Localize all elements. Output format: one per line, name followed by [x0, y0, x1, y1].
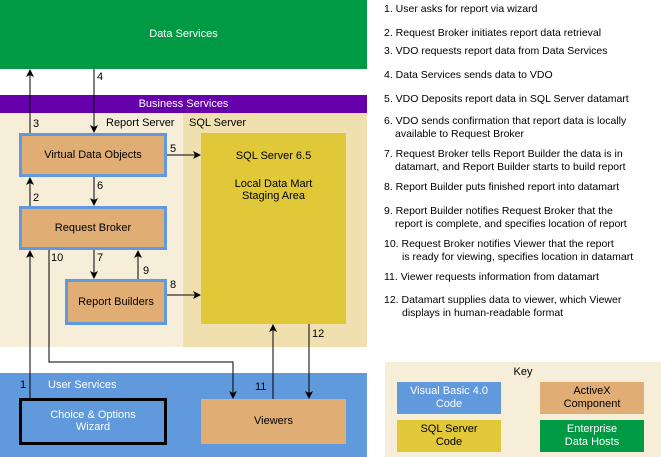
step-item: 12. Datamart supplies data to viewer, wh…: [384, 294, 621, 320]
report-builders-box[interactable]: Report Builders: [65, 279, 167, 325]
report-builders-label: Report Builders: [78, 295, 154, 308]
arrow-label-2: 2: [33, 192, 40, 204]
key-item-line1: ActiveX: [573, 385, 611, 397]
key-item-line1: SQL Server: [420, 423, 478, 435]
business-services-label: Business Services: [138, 97, 229, 110]
step-text: 3. VDO requests report data from Data Se…: [384, 45, 608, 57]
virtual-data-objects-box[interactable]: Virtual Data Objects: [19, 133, 167, 177]
key-title: Key: [513, 366, 533, 378]
step-text: 10. Request Broker notifies Viewer that …: [384, 238, 614, 250]
key-item-line2: Code: [435, 436, 463, 448]
step-item: 1. User asks for report via wizard: [384, 3, 537, 16]
sql-server-title: SQL Server 6.5: [235, 150, 312, 162]
step-item: 4. Data Services sends data to VDO: [384, 69, 553, 82]
key-item-line2: Code: [435, 398, 463, 410]
sql-server-line2: Staging Area: [242, 190, 305, 202]
arrow-label-8: 8: [170, 279, 177, 291]
arrow-label-12: 12: [312, 328, 325, 340]
business-services-band: Business Services: [0, 95, 367, 113]
step-text: 5. VDO Deposits report data in SQL Serve…: [384, 93, 629, 105]
step-text: 8. Report Builder puts finished report i…: [384, 181, 620, 193]
data-services-label: Data Services: [149, 28, 218, 40]
step-text: 12. Datamart supplies data to viewer, wh…: [384, 294, 622, 306]
step-item: 10. Request Broker notifies Viewer that …: [384, 238, 633, 264]
request-broker-box[interactable]: Request Broker: [19, 206, 167, 250]
request-broker-label: Request Broker: [54, 221, 132, 234]
arrow-label-1: 1: [20, 379, 27, 391]
arrow-label-11: 11: [255, 381, 267, 393]
arrow-label-7: 7: [97, 252, 104, 264]
key-item-line1: Visual Basic 4.0: [409, 385, 489, 397]
step-item: 5. VDO Deposits report data in SQL Serve…: [384, 93, 629, 106]
step-item: 7. Request Broker tells Report Builder t…: [384, 148, 626, 174]
viewers-box[interactable]: Viewers: [201, 399, 346, 444]
step-text-continued: report is complete, and specifies locati…: [395, 218, 627, 230]
step-text: 6. VDO sends confirmation that report da…: [384, 115, 627, 127]
data-services-band: Data Services: [0, 0, 367, 69]
step-item: 2. Request Broker initiates report data …: [384, 27, 601, 40]
user-services-label: User Services: [48, 379, 117, 391]
step-text: 4. Data Services sends data to VDO: [384, 69, 553, 81]
arrow-label-4: 4: [97, 71, 104, 83]
wizard-line1: Choice & Options: [50, 409, 136, 421]
step-item: 9. Report Builder notifies Request Broke…: [384, 205, 627, 231]
step-text-continued: datamart, and Report Builder starts to b…: [395, 161, 626, 173]
sql-server-datamart-box[interactable]: SQL Server 6.5 Local Data Mart Staging A…: [201, 133, 346, 324]
wizard-line2: Wizard: [75, 421, 111, 433]
arrow-label-9: 9: [143, 265, 150, 277]
step-item: 11. Viewer requests information from dat…: [384, 271, 599, 284]
step-text-continued: displays in human-readable format: [402, 307, 564, 319]
report-server-label: Report Server: [106, 117, 175, 129]
step-text: 2. Request Broker initiates report data …: [384, 27, 602, 39]
step-text: 1. User asks for report via wizard: [384, 3, 538, 15]
step-item: 8. Report Builder puts finished report i…: [384, 181, 619, 194]
step-text: 7. Request Broker tells Report Builder t…: [384, 148, 623, 160]
arrow-label-3: 3: [33, 118, 40, 130]
sql-server-zone-label: SQL Server: [189, 117, 247, 129]
step-text-continued: is ready for viewing, specifies location…: [402, 251, 634, 263]
step-item: 3. VDO requests report data from Data Se…: [384, 45, 608, 58]
step-item: 6. VDO sends confirmation that report da…: [384, 115, 626, 141]
key-item-line2: Component: [563, 398, 621, 410]
key-item-line2: Data Hosts: [564, 436, 620, 448]
step-text-continued: available to Request Broker: [395, 128, 524, 140]
choice-options-wizard-box[interactable]: Choice & Options Wizard: [19, 398, 167, 445]
sql-server-line1: Local Data Mart: [234, 178, 313, 190]
arrow-label-10: 10: [51, 252, 64, 264]
arrow-label-5: 5: [170, 143, 177, 155]
step-text: 9. Report Builder notifies Request Broke…: [384, 205, 613, 217]
step-text: 11. Viewer requests information from dat…: [384, 271, 599, 283]
virtual-data-objects-label: Virtual Data Objects: [44, 148, 142, 161]
arrow-label-6: 6: [97, 180, 104, 192]
key-item-line1: Enterprise: [566, 423, 618, 435]
viewers-label: Viewers: [254, 415, 293, 427]
